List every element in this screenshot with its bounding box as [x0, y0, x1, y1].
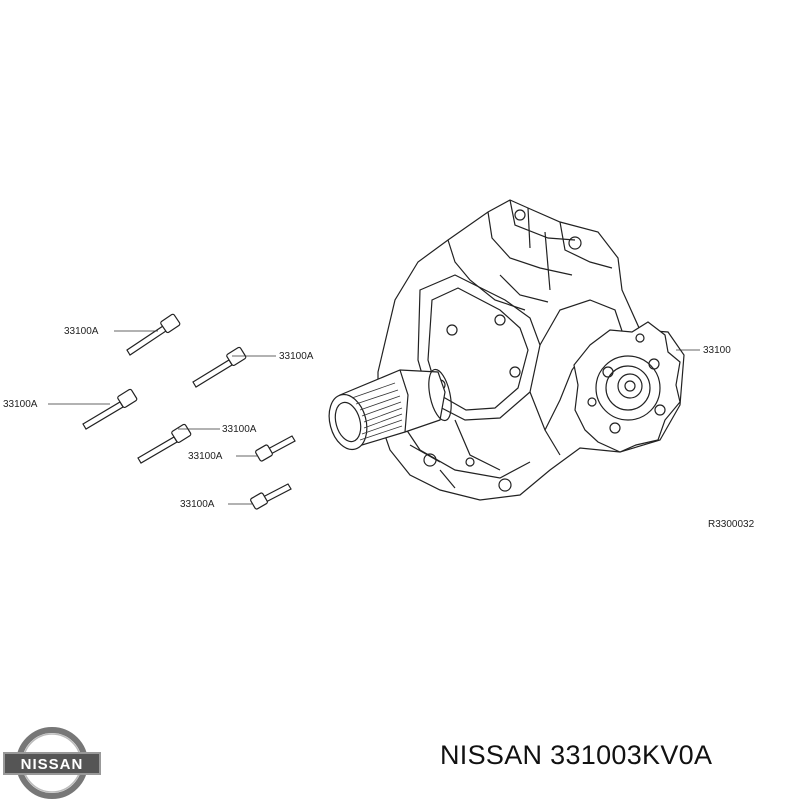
- transfer-case-assembly: [328, 199, 685, 501]
- part-label-transfer-case: 33100: [703, 345, 731, 356]
- reference-code: R3300032: [708, 519, 755, 530]
- leader-lines: [48, 330, 700, 505]
- part-label-bolt-6: 33100A: [180, 499, 215, 510]
- bolt-1: [126, 313, 181, 356]
- part-label-bolt-5: 33100A: [188, 451, 223, 462]
- logo-text: NISSAN: [21, 756, 84, 773]
- bolt-6: [250, 483, 292, 510]
- bolt-5: [255, 435, 296, 462]
- bolt-2: [192, 346, 247, 388]
- part-label-bolt-1: 33100A: [64, 326, 99, 337]
- part-label-bolt-3: 33100A: [3, 399, 38, 410]
- nissan-logo: NISSAN: [3, 727, 101, 799]
- bolt-4: [137, 423, 192, 464]
- part-label-bolt-4: 33100A: [222, 424, 257, 435]
- part-label-bolt-2: 33100A: [279, 351, 314, 362]
- part-number-caption: NISSAN 331003KV0A: [440, 740, 713, 770]
- bolt-3: [82, 388, 138, 430]
